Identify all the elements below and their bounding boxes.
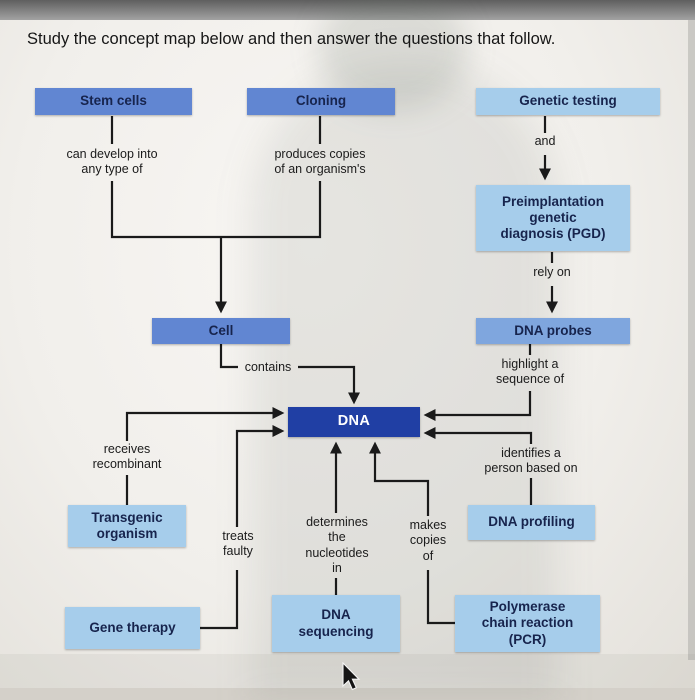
bottom-gray-band [0, 688, 695, 700]
edge-label-rely-on: rely on [533, 265, 571, 279]
edge-label-receives-recombinant: receives recombinant [92, 442, 162, 472]
edge-contains-to-dna [298, 365, 361, 405]
node-cell: Cell [152, 318, 290, 344]
edge-label-produces-copies: produces copies of an organism's [274, 147, 366, 177]
edge-label-can-develop-into: can develop into any type of [66, 147, 158, 177]
edge-genetherapy-up [200, 570, 239, 630]
edge-cell-contains [219, 344, 238, 369]
edge-highlight-to-dna [423, 391, 532, 422]
mouse-cursor [342, 662, 361, 691]
edge-label-highlight-sequence: highlight a sequence of [495, 357, 565, 387]
node-dna-sequencing: DNA sequencing [272, 595, 400, 652]
edge-identifies-to-dna [423, 426, 533, 444]
node-cloning: Cloning [247, 88, 395, 115]
edge-label-and: and [534, 134, 556, 148]
edge-makescopies-to-dna [368, 441, 430, 516]
edge-receives-to-dna [125, 406, 285, 441]
edge-stemcells-down-2 [110, 181, 221, 239]
node-dna: DNA [288, 407, 420, 437]
edge-label-identifies-person: identifies a person based on [484, 446, 578, 476]
node-dna-profiling: DNA profiling [468, 505, 595, 540]
node-gene-therapy: Gene therapy [65, 607, 200, 649]
node-dna-probes: DNA probes [476, 318, 630, 344]
background-silhouette-body [252, 62, 557, 700]
page-title: Study the concept map below and then ans… [27, 30, 556, 48]
node-transgenic-organism: Transgenic organism [68, 505, 186, 547]
edge-pcr-up [426, 570, 455, 625]
edge-label-makes-copies: makes copies of [409, 518, 447, 563]
node-pcr: Polymerase chain reaction (PCR) [455, 595, 600, 652]
edge-label-contains: contains [244, 360, 292, 374]
top-gray-bar [0, 0, 695, 20]
right-edge-strip [688, 20, 695, 660]
node-genetic-testing: Genetic testing [476, 88, 660, 115]
edge-label-treats-faulty: treats faulty [222, 529, 254, 559]
edge-cloning-down-2 [221, 181, 322, 239]
edge-treats-to-dna [235, 424, 285, 527]
edge-label-determines-nucleotides: determines the nucleotides in [305, 515, 369, 575]
node-stem-cells: Stem cells [35, 88, 192, 115]
node-pgd: Preimplantation genetic diagnosis (PGD) [476, 185, 630, 251]
